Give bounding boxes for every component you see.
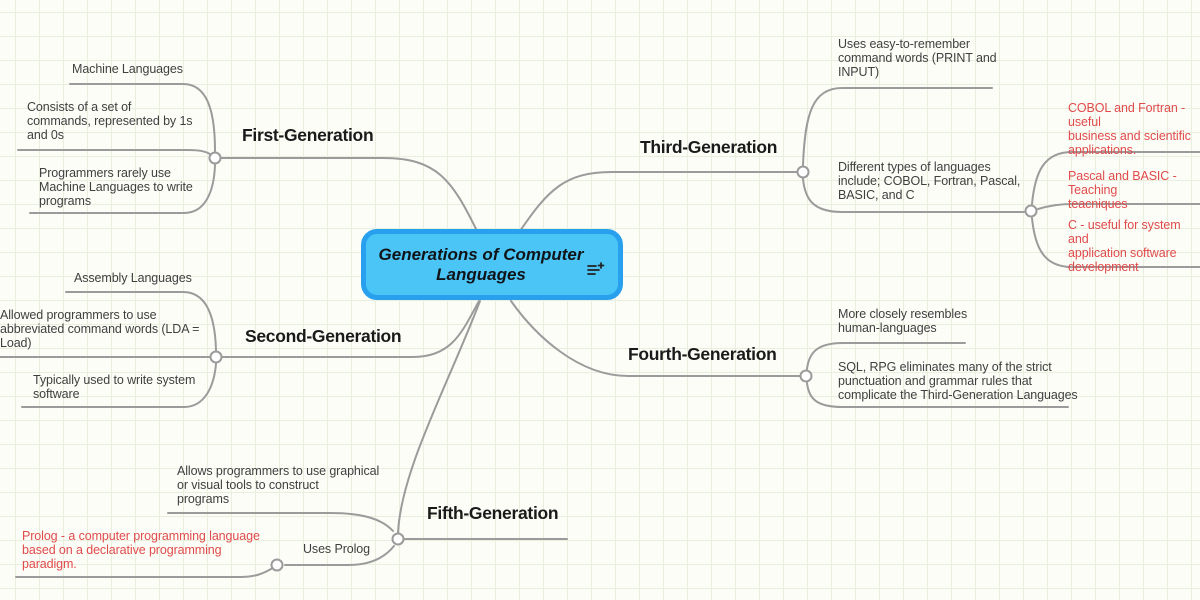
node-machine-languages[interactable]: Machine Languages (72, 62, 183, 76)
branch-line-second (221, 300, 480, 358)
child-line (65, 291, 217, 351)
junction-dot-first[interactable] (208, 151, 222, 165)
child-line (29, 164, 216, 214)
node-allowed[interactable]: Allowed programmers to use abbreviated c… (0, 308, 200, 350)
branch-fourth-generation[interactable]: Fourth-Generation (628, 344, 777, 364)
branch-line-fourth (510, 300, 801, 377)
node-more-closely[interactable]: More closely resembles human-languages (838, 307, 968, 335)
node-programmers[interactable]: Programmers rarely use Machine Languages… (39, 166, 193, 208)
branch-third-generation[interactable]: Third-Generation (640, 137, 778, 157)
junction-dot-third-sub[interactable] (1024, 204, 1038, 218)
node-allows[interactable]: Allows programmers to use graphical or v… (177, 464, 380, 506)
child-line (1031, 217, 1200, 268)
node-sql-rpg[interactable]: SQL, RPG eliminates many of the strict p… (838, 360, 1078, 402)
junction-dot-fourth[interactable] (799, 369, 813, 383)
root-node[interactable]: Generations of Computer Languages (361, 229, 623, 300)
child-line (69, 83, 216, 152)
child-line (167, 512, 394, 532)
junction-dot-prolog[interactable] (270, 558, 284, 572)
node-uses-easy[interactable]: Uses easy-to-remember command words (PRI… (838, 37, 997, 79)
junction-dot-fifth[interactable] (391, 532, 405, 546)
junction-dot-third[interactable] (796, 165, 810, 179)
child-line (1037, 203, 1200, 210)
node-pascal-basic[interactable]: Pascal and BASIC - Teaching teacniques (1068, 169, 1177, 211)
node-assembly-languages[interactable]: Assembly Languages (74, 271, 192, 285)
branch-first-generation[interactable]: First-Generation (242, 125, 374, 145)
child-line (1031, 151, 1200, 205)
child-line (806, 342, 966, 370)
child-line (802, 178, 1025, 213)
branch-line-third (519, 171, 798, 232)
junction-dot-second[interactable] (209, 350, 223, 364)
node-consists[interactable]: Consists of a set of commands, represent… (27, 100, 193, 142)
branch-fifth-generation[interactable]: Fifth-Generation (427, 503, 559, 523)
node-cobol-fortran[interactable]: COBOL and Fortran - useful business and … (1068, 101, 1191, 157)
child-line (17, 149, 212, 156)
child-line (21, 363, 217, 408)
branch-line-first (220, 157, 478, 232)
node-prolog[interactable]: Prolog - a computer programming language… (22, 529, 260, 571)
node-typically[interactable]: Typically used to write system software (33, 373, 196, 401)
node-uses-prolog[interactable]: Uses Prolog (303, 542, 370, 556)
child-line (15, 568, 272, 578)
branch-second-generation[interactable]: Second-Generation (245, 326, 402, 346)
child-line (284, 545, 395, 566)
note-add-icon[interactable] (587, 262, 605, 277)
node-c-useful[interactable]: C - useful for system and application so… (1068, 218, 1181, 274)
root-node-title: Generations of Computer Languages (378, 244, 584, 284)
child-line (806, 382, 1069, 408)
node-different-types[interactable]: Different types of languages include; CO… (838, 160, 1021, 202)
child-line (802, 87, 993, 166)
branch-line-fifth (397, 300, 481, 534)
